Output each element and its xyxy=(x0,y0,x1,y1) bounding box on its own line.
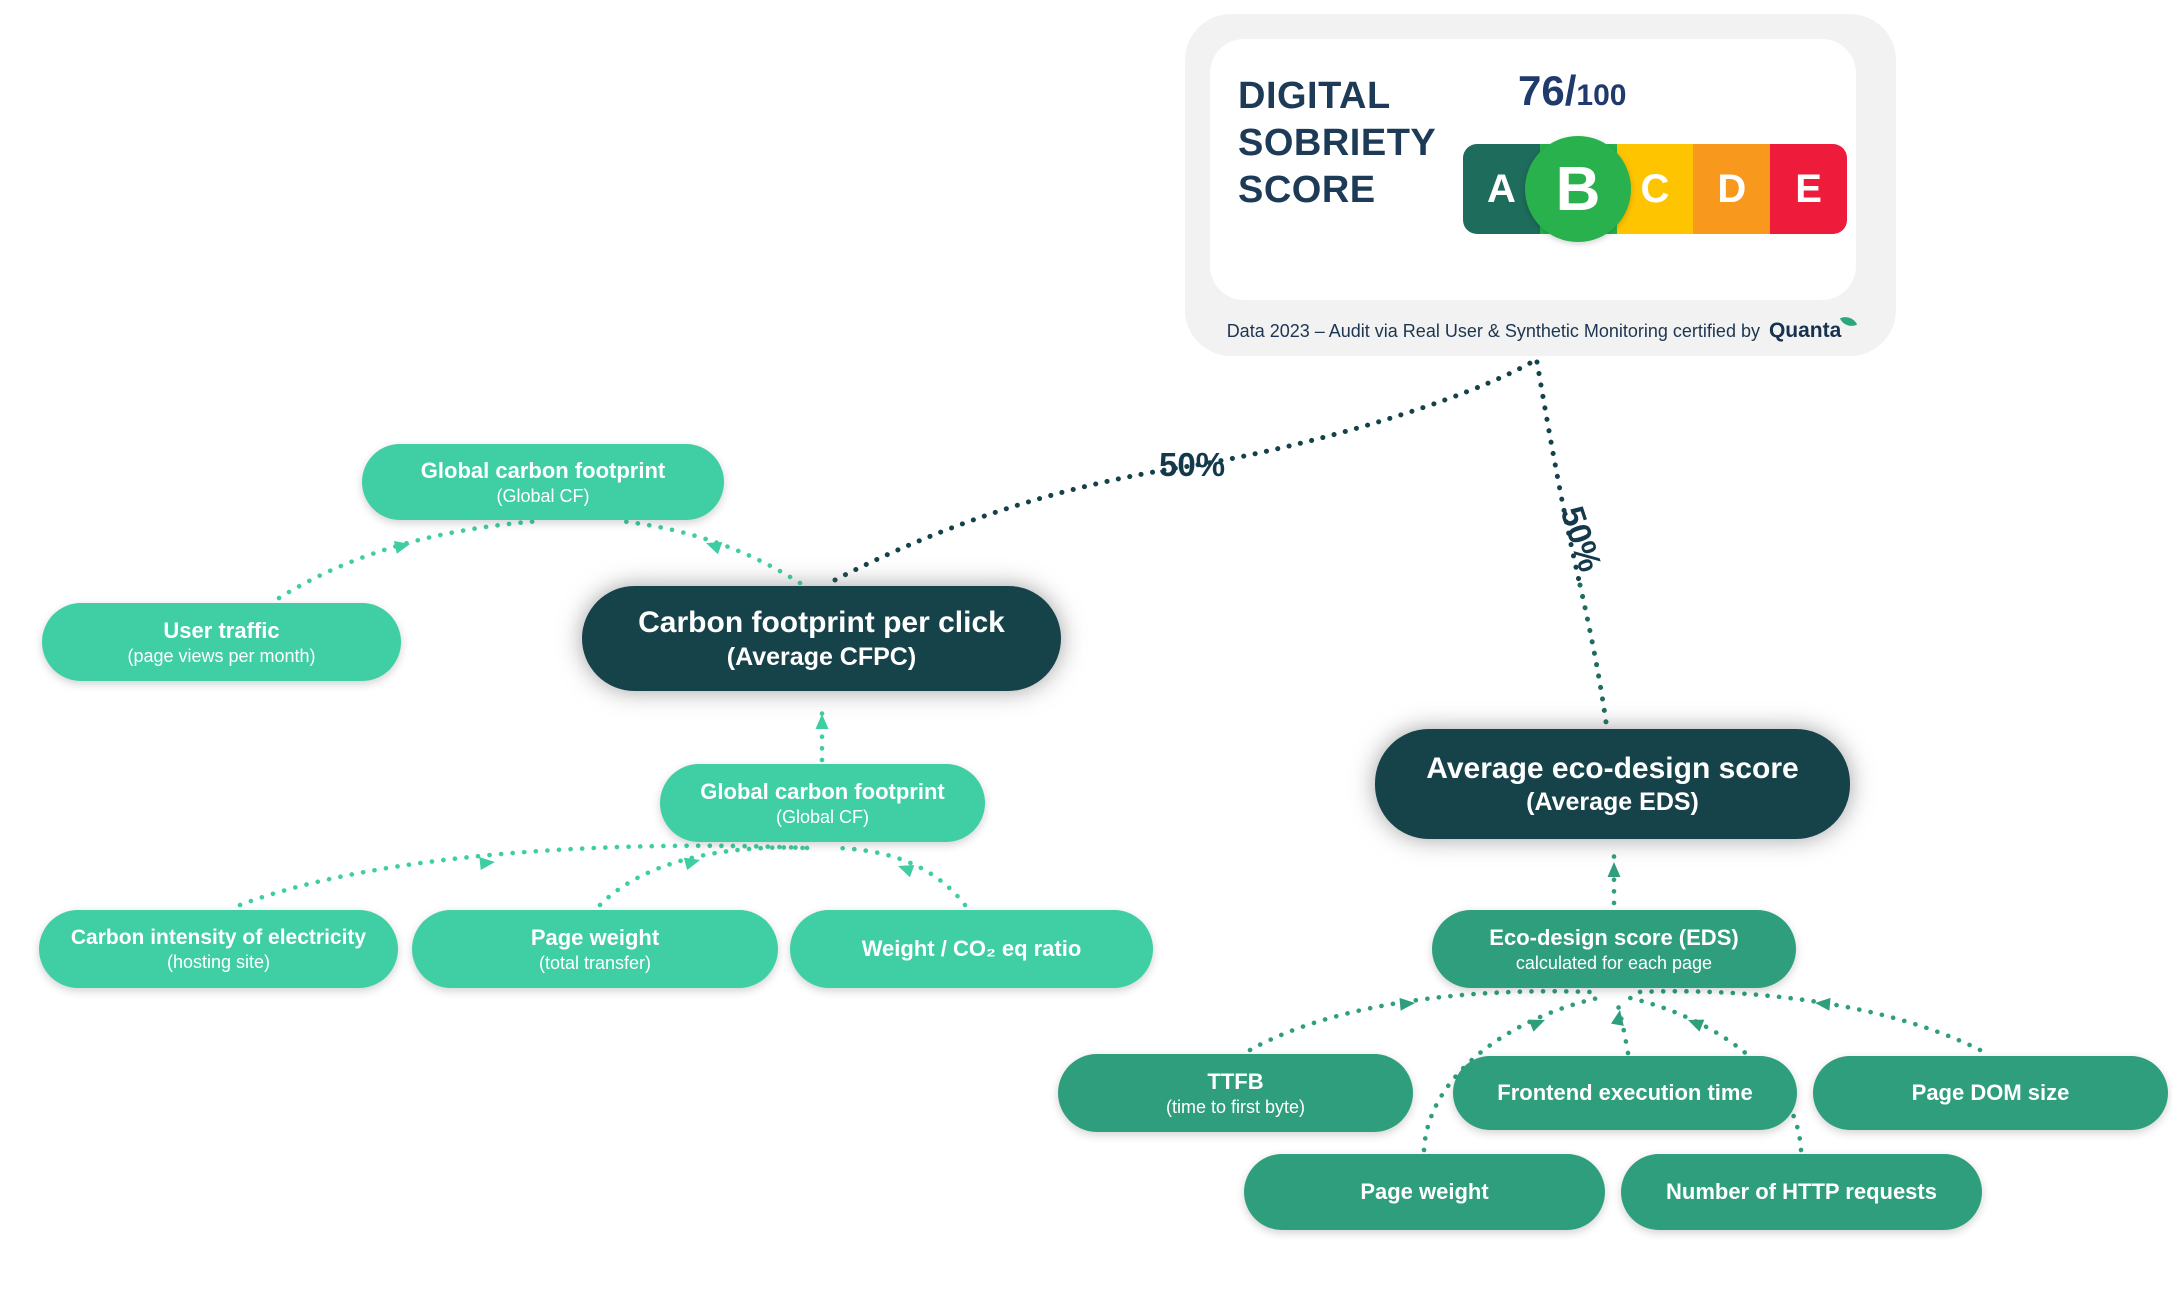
node-page-weight-left: Page weight (total transfer) xyxy=(412,910,778,988)
connector-user-traffic-to-global-cf xyxy=(276,518,543,601)
score-card-inner: DIGITAL SOBRIETY SCORE 76 / 100 A C D E … xyxy=(1210,39,1856,300)
arrow-into-avg-eds xyxy=(1607,862,1621,877)
node-subtitle: calculated for each page xyxy=(1515,952,1713,973)
arrow-weight-co2 xyxy=(898,865,915,878)
arrow-ttfb xyxy=(1399,997,1415,1011)
connector-dom-to-eds xyxy=(1635,988,1983,1053)
node-carbon-intensity: Carbon intensity of electricity (hosting… xyxy=(39,910,398,988)
node-title: Average eco-design score xyxy=(1426,751,1799,785)
connector-carbon-intensity-to-global-cf-mid xyxy=(237,843,808,908)
node-title: Carbon intensity of electricity xyxy=(70,925,367,949)
score-card-title: DIGITAL SOBRIETY SCORE xyxy=(1238,75,1436,212)
node-title: Weight / CO₂ eq ratio xyxy=(861,936,1082,962)
rating-scale: A C D E xyxy=(1463,144,1847,234)
connector-score-card-to-avg-eds-lower xyxy=(1577,582,1609,725)
rating-segment-a: A xyxy=(1463,144,1540,234)
node-global-carbon-footprint-top: Global carbon footprint (Global CF) xyxy=(362,444,724,520)
score-denominator: 100 xyxy=(1576,79,1627,112)
node-page-weight-right: Page weight xyxy=(1244,1154,1605,1230)
connector-cfpc-to-global-cf xyxy=(617,518,803,586)
node-carbon-footprint-per-click: Carbon footprint per click (Average CFPC… xyxy=(582,586,1061,691)
rating-segment-e: E xyxy=(1770,144,1847,234)
connector-page-weight-left-to-global-cf-mid xyxy=(597,845,811,908)
right-branch-weight-label: 50% xyxy=(1553,501,1610,576)
arrow-page-weight-right xyxy=(1528,1019,1545,1032)
arrow-user-traffic xyxy=(393,541,410,554)
node-title: TTFB xyxy=(1207,1069,1264,1094)
node-subtitle: (Average EDS) xyxy=(1526,788,1699,817)
leaf-icon xyxy=(1840,312,1858,331)
node-subtitle: (page views per month) xyxy=(127,645,316,666)
selected-rating-badge: B xyxy=(1525,136,1631,242)
node-title: Page weight xyxy=(1360,1179,1489,1205)
node-subtitle: (total transfer) xyxy=(538,952,652,973)
node-average-eco-design-score: Average eco-design score (Average EDS) xyxy=(1375,729,1850,839)
rating-segment-d: D xyxy=(1693,144,1771,234)
node-subtitle: (Global CF) xyxy=(496,485,590,506)
node-subtitle: (Global CF) xyxy=(775,806,869,827)
node-global-carbon-footprint-mid: Global carbon footprint (Global CF) xyxy=(660,764,985,842)
node-title: Page DOM size xyxy=(1911,1080,2070,1106)
node-subtitle: (hosting site) xyxy=(166,951,271,972)
caption-text: Data 2023 – Audit via Real User & Synthe… xyxy=(1226,320,1760,341)
arrow-frontend xyxy=(1610,1010,1624,1026)
node-title: Eco-design score (EDS) xyxy=(1489,925,1739,950)
arrow-cfpc-global-cf xyxy=(706,542,723,555)
rating-letter-c: C xyxy=(1640,166,1670,211)
rating-letter-d: D xyxy=(1717,166,1747,211)
node-http-requests: Number of HTTP requests xyxy=(1621,1154,1982,1230)
node-subtitle: (time to first byte) xyxy=(1165,1096,1306,1117)
brand-name: Quanta xyxy=(1768,319,1842,342)
arrow-page-weight-left xyxy=(683,857,700,871)
connector-ttfb-to-eds xyxy=(1247,988,1593,1053)
left-branch-weight-label: 50% xyxy=(1159,446,1226,483)
arrow-into-cfpc xyxy=(815,714,829,729)
score-divider: / xyxy=(1564,67,1577,114)
node-title: Page weight xyxy=(530,925,660,950)
arrow-http xyxy=(1688,1019,1705,1032)
arrow-carbon-intensity xyxy=(479,857,495,871)
score-numerator: 76 xyxy=(1518,67,1565,114)
digital-sobriety-score-card: DIGITAL SOBRIETY SCORE 76 / 100 A C D E … xyxy=(1185,14,1896,356)
rating-letter-e: E xyxy=(1795,166,1822,211)
node-page-dom-size: Page DOM size xyxy=(1813,1056,2168,1130)
score-card-caption: Data 2023 – Audit via Real User & Synthe… xyxy=(1185,312,1896,343)
connector-weight-co2-to-global-cf-mid xyxy=(835,845,968,908)
quanta-logo: Quanta xyxy=(1768,312,1858,343)
node-weight-co2-ratio: Weight / CO₂ eq ratio xyxy=(790,910,1153,988)
arrow-dom xyxy=(1815,997,1831,1011)
node-frontend-execution-time: Frontend execution time xyxy=(1453,1056,1797,1130)
node-title: Global carbon footprint xyxy=(420,458,666,483)
node-title: User traffic xyxy=(163,618,280,643)
rating-letter-a: A xyxy=(1486,166,1516,211)
node-eco-design-score: Eco-design score (EDS) calculated for ea… xyxy=(1432,910,1796,988)
node-user-traffic: User traffic (page views per month) xyxy=(42,603,401,681)
node-ttfb: TTFB (time to first byte) xyxy=(1058,1054,1413,1132)
node-title: Frontend execution time xyxy=(1497,1080,1753,1106)
node-title: Global carbon footprint xyxy=(700,779,945,804)
score-value: 76 / 100 xyxy=(1518,67,1626,115)
node-title: Number of HTTP requests xyxy=(1666,1179,1937,1205)
node-subtitle: (Average CFPC) xyxy=(726,642,917,671)
connector-frontend-to-eds xyxy=(1613,995,1631,1056)
node-title: Carbon footprint per click xyxy=(638,606,1005,640)
